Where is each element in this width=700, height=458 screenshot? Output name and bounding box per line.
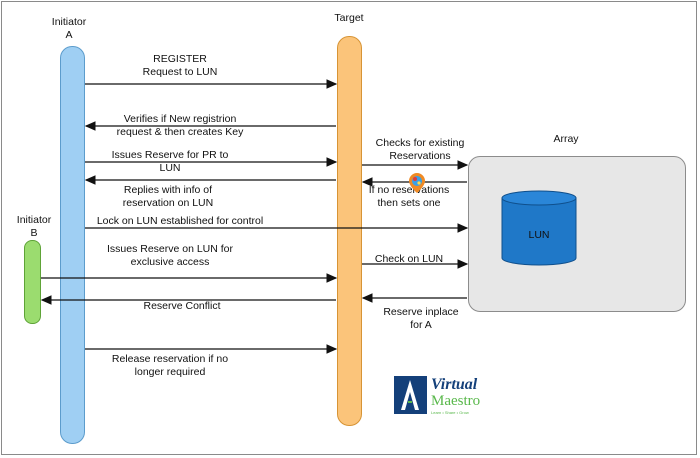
msg-reserve-conflict: Reserve Conflict	[143, 300, 221, 312]
msg-replies: Replies with info of reservation on LUN	[122, 184, 214, 209]
map-pin-icon	[409, 173, 425, 193]
initiator-b-label: Initiator B	[16, 214, 52, 239]
msg-lock-on-lun: Lock on LUN established for control	[96, 215, 264, 227]
initiator-b-lifeline	[24, 240, 41, 324]
msg-sets-one: If no reservations then sets one	[368, 184, 450, 209]
msg-register: REGISTER Request to LUN	[142, 53, 218, 78]
msg-verifies: Verifies if New registrion request & the…	[116, 113, 244, 138]
msg-checks-existing: Checks for existing Reservations	[375, 137, 465, 162]
virtual-maestro-logo: Virtual Maestro Learn • Share • Grow	[394, 376, 504, 416]
msg-check-on-lun: Check on LUN	[374, 253, 444, 265]
target-lifeline	[337, 36, 362, 426]
lun-label: LUN	[528, 229, 550, 241]
array-label: Array	[553, 133, 579, 145]
initiator-a-label: Initiator A	[51, 16, 87, 41]
msg-release: Release reservation if no longer require…	[111, 353, 229, 378]
logo-word-virtual: Virtual	[431, 376, 478, 393]
msg-issues-reserve-pr: Issues Reserve for PR to LUN	[111, 149, 229, 174]
msg-issues-reserve-b: Issues Reserve on LUN for exclusive acce…	[106, 243, 234, 268]
logo-tagline: Learn • Share • Grow	[431, 410, 469, 415]
lun-cylinder	[501, 190, 577, 266]
initiator-a-lifeline	[60, 46, 85, 444]
msg-reserve-inplace: Reserve inplace for A	[383, 306, 459, 331]
logo-word-maestro: Maestro	[431, 393, 481, 409]
target-label: Target	[334, 12, 364, 24]
conductor-icon	[394, 376, 427, 414]
